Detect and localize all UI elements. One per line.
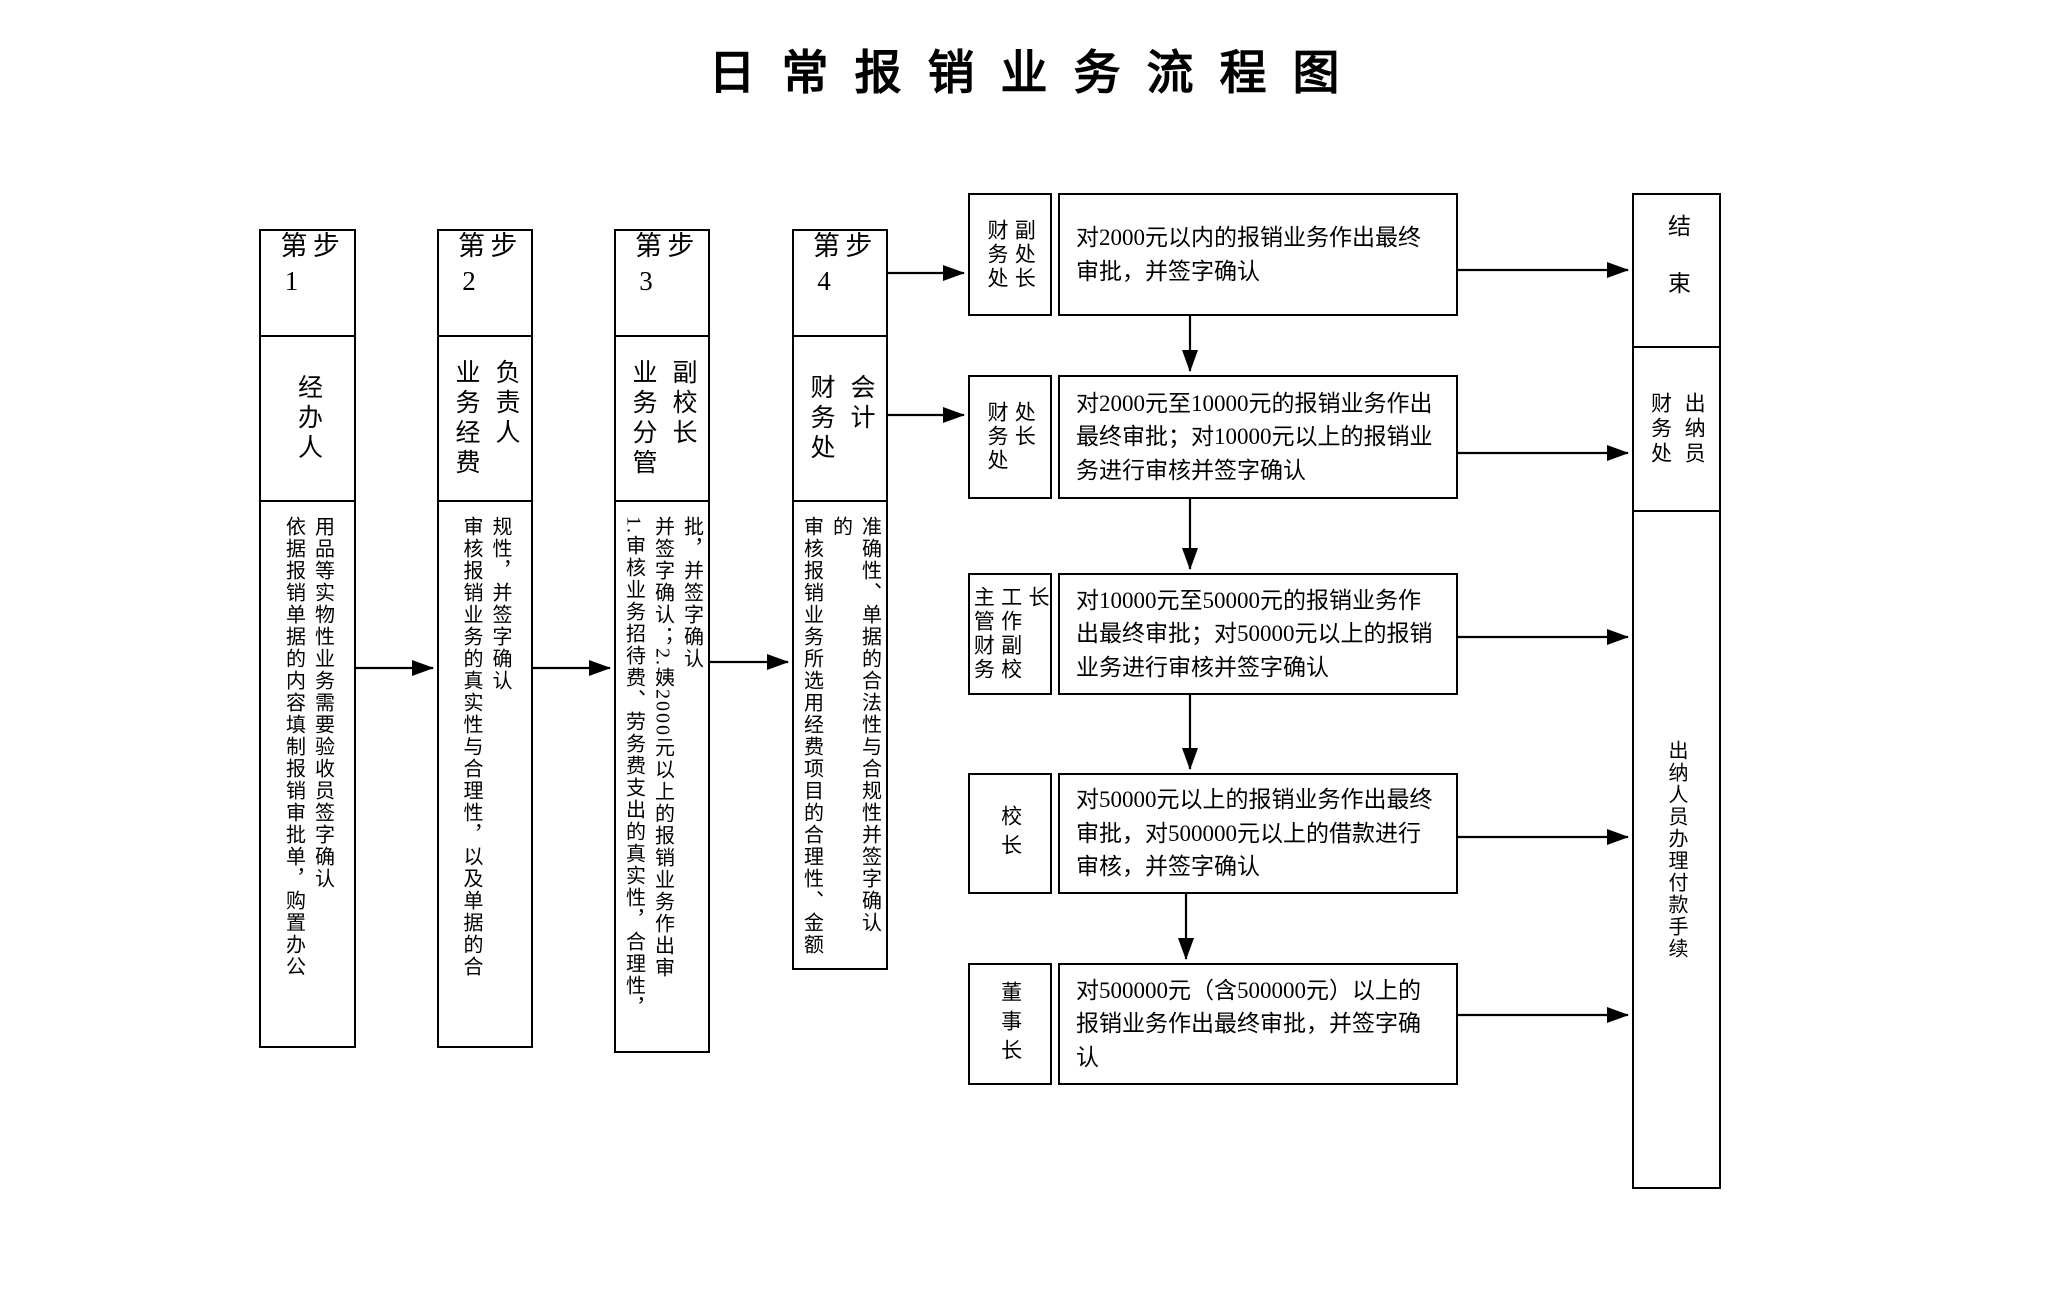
step-3-role-box: 业务分管 副校长 [614,335,710,502]
step-1-label: 第1步 [276,231,339,304]
step-3-desc: 1.审核业务招待费、劳务费支出的真实性，合理性， 并签字确认；2.姨2000元以… [622,516,703,1019]
step-3-box: 第3步 [614,229,710,337]
step-4-box: 第4步 [792,229,888,337]
step-4-role-box: 财务处 会计 [792,335,888,502]
cashier-box: 财务处 出纳员 [1632,346,1721,512]
approver-2-text: 对2000元至10000元的报销业务作出最终审批；对10000元以上的报销业务进… [1076,390,1433,483]
page-title: 日常报销业务流程图 [708,48,1366,100]
cashier-label: 财务处 出纳员 [1648,391,1707,467]
step-3-desc-box: 1.审核业务招待费、劳务费支出的真实性，合理性， 并签字确认；2.姨2000元以… [614,500,710,1053]
step-1-role-box: 经办人 [259,335,356,502]
step-2-desc-box: 审核报销业务的真实性与合理性，以及单据的合 规性，并签字确认 [437,500,533,1048]
step-3-role: 业务分管 副校长 [629,358,696,479]
approver-4-text: 对50000元以上的报销业务作出最终审批，对500000元以上的借款进行审核，并… [1076,787,1433,880]
approver-4-role: 校长 [998,804,1023,863]
approver-4-label-box: 校长 [968,773,1052,894]
end-label: 结束 [1664,213,1690,328]
step-2-desc: 审核报销业务的真实性与合理性，以及单据的合 规性，并签字确认 [460,516,511,978]
step-3-label: 第3步 [631,231,694,304]
approver-2-text-box: 对2000元至10000元的报销业务作出最终审批；对10000元以上的报销业务进… [1058,375,1458,499]
step-1-desc-box: 依据报销单据的内容填制报销审批单，购置办公 用品等实物性业务需要验收员签字确认 [259,500,356,1048]
approver-5-role: 董事长 [998,980,1023,1068]
step-2-label: 第2步 [454,231,517,304]
approver-1-role: 财务处 副处长 [985,218,1037,291]
approver-3-label-box: 主管财务 工作副校 长 [968,573,1052,695]
step-1-box: 第1步 [259,229,356,337]
step-1-desc: 依据报销单据的内容填制报销审批单，购置办公 用品等实物性业务需要验收员签字确认 [282,516,334,978]
approver-3-text-box: 对10000元至50000元的报销业务作出最终审批；对50000元以上的报销业务… [1058,573,1458,695]
approver-5-label-box: 董事长 [968,963,1052,1085]
approver-5-text: 对500000元（含500000元）以上的报销业务作出最终审批，并签字确认 [1076,977,1421,1070]
step-2-role-box: 业务经费 负责人 [437,335,533,502]
approver-4-text-box: 对50000元以上的报销业务作出最终审批，对500000元以上的借款进行审核，并… [1058,773,1458,894]
end-box: 结束 [1632,193,1721,348]
step-4-desc: 审核报销业务所选用经费项目的合理性、金额的 准确性、单据的合法性与合规性并签字确… [800,516,881,956]
approver-3-role: 主管财务 工作副校 长 [971,586,1050,682]
step-2-box: 第2步 [437,229,533,337]
approver-1-text-box: 对2000元以内的报销业务作出最终审批，并签字确认 [1058,193,1458,316]
payment-label: 出纳人员办理付款手续 [1665,739,1687,960]
step-2-role: 业务经费 负责人 [452,358,519,479]
approver-1-text: 对2000元以内的报销业务作出最终审批，并签字确认 [1076,225,1421,284]
approver-3-text: 对10000元至50000元的报销业务作出最终审批；对50000元以上的报销业务… [1076,587,1433,680]
approver-2-label-box: 财务处 处长 [968,375,1052,499]
step-4-role: 财务处 会计 [807,373,874,464]
payment-box: 出纳人员办理付款手续 [1632,510,1721,1189]
step-4-desc-box: 审核报销业务所选用经费项目的合理性、金额的 准确性、单据的合法性与合规性并签字确… [792,500,888,970]
step-1-role: 经办人 [294,373,322,464]
approver-5-text-box: 对500000元（含500000元）以上的报销业务作出最终审批，并签字确认 [1058,963,1458,1085]
step-4-label: 第4步 [809,231,872,304]
approver-1-label-box: 财务处 副处长 [968,193,1052,316]
approver-2-role: 财务处 处长 [985,401,1037,473]
